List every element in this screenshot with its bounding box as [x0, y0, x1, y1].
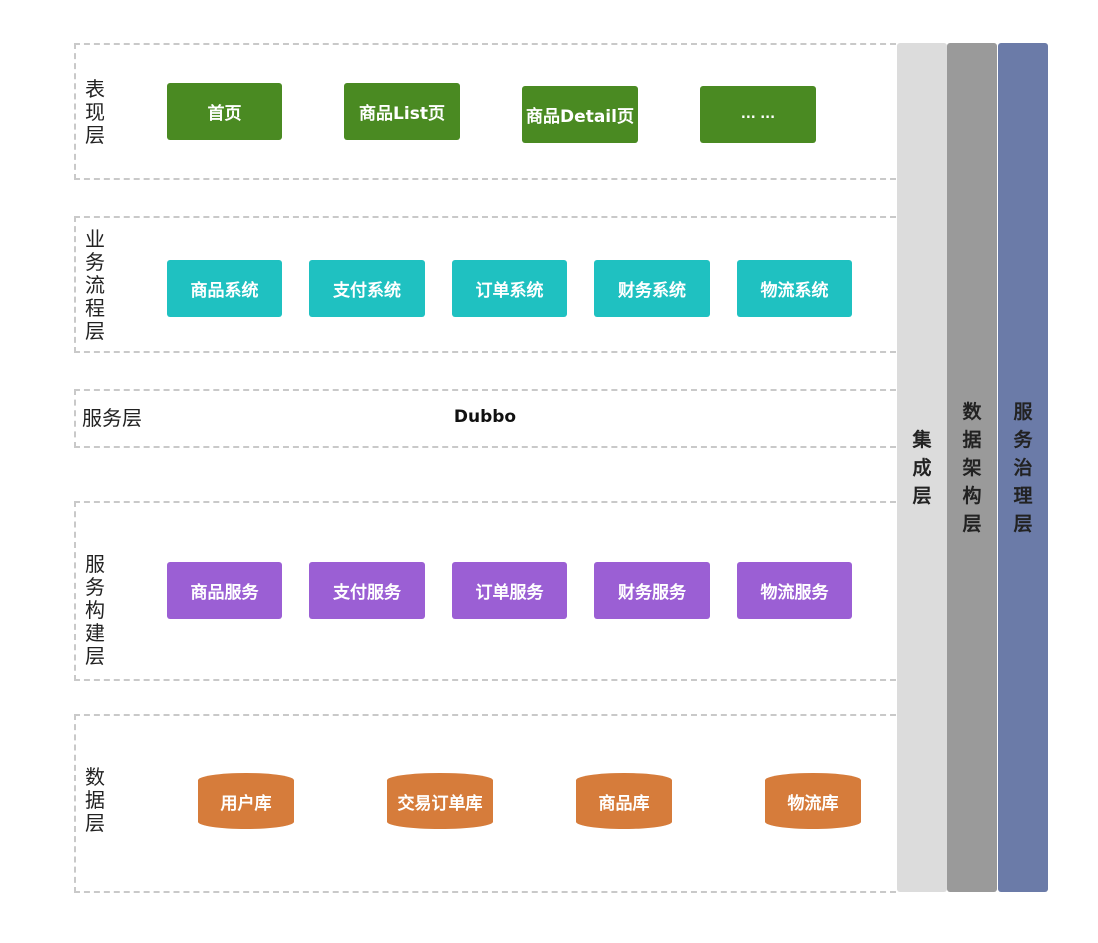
product-list-page-box: 商品List页 [344, 83, 460, 140]
service-build-layer [74, 501, 896, 681]
service-build-layer-label: 服务构建层 [85, 552, 105, 668]
data-architecture-layer-label: 数据架构层 [962, 400, 982, 535]
data-layer-label: 数据层 [85, 765, 105, 835]
order-system-box: 订单系统 [452, 260, 567, 317]
payment-system-box: 支付系统 [309, 260, 425, 317]
business-process-layer [74, 216, 896, 353]
dubbo-label: Dubbo [453, 407, 517, 427]
presentation-layer-label: 表现层 [85, 77, 105, 147]
integration-layer-label: 集成层 [912, 428, 932, 507]
homepage-box: 首页 [167, 83, 282, 140]
product-database: 商品库 [576, 773, 672, 829]
service-governance-layer-column: 服务治理层 [998, 43, 1048, 892]
more-pages-box: ... ... [700, 86, 816, 143]
presentation-layer [74, 43, 896, 180]
trade-order-database: 交易订单库 [387, 773, 493, 829]
product-detail-page-box: 商品Detail页 [522, 86, 638, 143]
logistics-database: 物流库 [765, 773, 861, 829]
logistics-system-box: 物流系统 [737, 260, 852, 317]
finance-system-box: 财务系统 [594, 260, 710, 317]
service-governance-layer-label: 服务治理层 [1013, 400, 1033, 535]
service-layer-label: 服务层 [82, 406, 142, 430]
product-system-box: 商品系统 [167, 260, 282, 317]
integration-layer-column: 集成层 [897, 43, 947, 892]
logistics-service-box: 物流服务 [737, 562, 852, 619]
data-layer [74, 714, 896, 893]
business-process-layer-label: 业务流程层 [85, 227, 105, 343]
user-database: 用户库 [198, 773, 294, 829]
finance-service-box: 财务服务 [594, 562, 710, 619]
service-layer [74, 389, 896, 448]
order-service-box: 订单服务 [452, 562, 567, 619]
product-service-box: 商品服务 [167, 562, 282, 619]
data-architecture-layer-column: 数据架构层 [947, 43, 997, 892]
payment-service-box: 支付服务 [309, 562, 425, 619]
